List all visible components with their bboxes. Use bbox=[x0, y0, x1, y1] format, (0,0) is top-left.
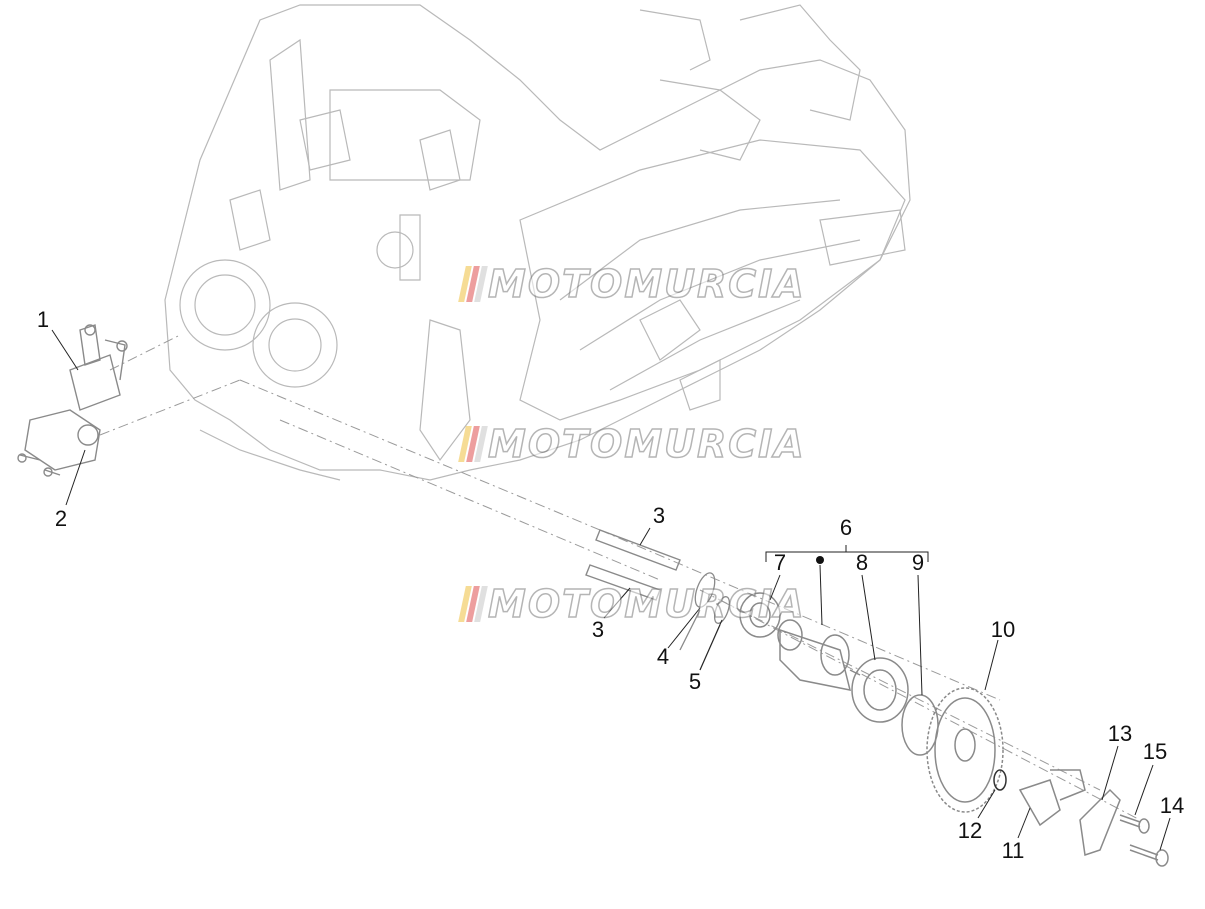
callout-13: 13 bbox=[1107, 721, 1133, 746]
watermark-3: MOTOMURCIA bbox=[458, 581, 806, 627]
engine-outline bbox=[164, 4, 911, 481]
leader-lines bbox=[51, 329, 1171, 851]
callout-4: 4 bbox=[656, 644, 670, 669]
part-8-bearing bbox=[851, 657, 909, 723]
part-1-rocker-arm bbox=[69, 324, 128, 411]
watermark-text: MOTOMURCIA bbox=[487, 581, 806, 627]
assembly-lines bbox=[99, 334, 1141, 821]
watermark-1: MOTOMURCIA bbox=[458, 261, 806, 307]
watermark-text: MOTOMURCIA bbox=[487, 421, 806, 467]
callout-1: 1 bbox=[36, 307, 50, 332]
part-2-rocker-arm bbox=[17, 409, 101, 477]
watermark-text: MOTOMURCIA bbox=[487, 261, 806, 307]
part-9-ring bbox=[901, 694, 939, 756]
part-13-bracket bbox=[1079, 788, 1121, 856]
callout-7: 7 bbox=[773, 550, 787, 575]
part-10-sprocket bbox=[926, 687, 1004, 813]
part-7-bearing bbox=[739, 592, 781, 638]
callout-3a: 3 bbox=[652, 503, 666, 528]
callout-6: 6 bbox=[839, 515, 853, 540]
callout-9: 9 bbox=[911, 550, 925, 575]
watermark-logo-icon bbox=[458, 426, 488, 462]
callout-3b: 3 bbox=[591, 617, 605, 642]
watermark-logo-icon bbox=[458, 266, 488, 302]
callout-8: 8 bbox=[855, 550, 869, 575]
part-14-15-bolts bbox=[1119, 814, 1169, 867]
callout-14: 14 bbox=[1159, 793, 1185, 818]
camshaft bbox=[777, 619, 861, 691]
callout-11: 11 bbox=[1001, 838, 1025, 863]
callout-12: 12 bbox=[957, 818, 983, 843]
watermark-logo-icon bbox=[458, 586, 488, 622]
part-11-12-parts bbox=[993, 769, 1086, 827]
part-3-shafts bbox=[585, 529, 681, 601]
callout-5: 5 bbox=[688, 669, 702, 694]
dot-marker bbox=[816, 556, 824, 564]
callout-10: 10 bbox=[990, 617, 1016, 642]
callout-15: 15 bbox=[1142, 739, 1168, 764]
callout-2: 2 bbox=[54, 506, 68, 531]
watermark-2: MOTOMURCIA bbox=[458, 421, 806, 467]
